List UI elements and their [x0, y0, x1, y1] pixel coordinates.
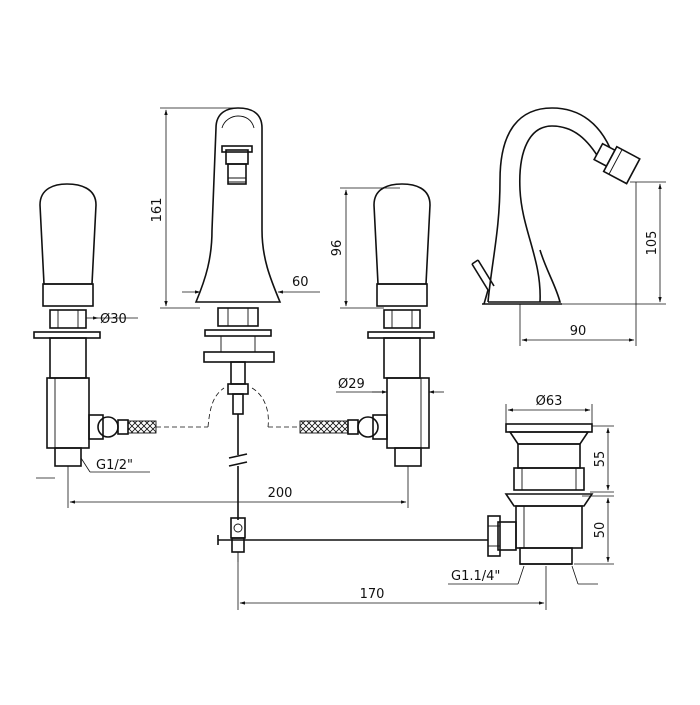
right-diameter-label: Ø29: [338, 377, 365, 392]
left-handle-valve: [33, 183, 208, 467]
bidet-base-curve: [488, 249, 562, 303]
clamp-screw: [233, 523, 243, 533]
bidet-height-dimension: 105: [562, 181, 666, 305]
aerator: [227, 163, 247, 185]
aerator-ring: [221, 145, 253, 153]
rod-clamp: [230, 517, 246, 539]
spout-body: [194, 107, 282, 303]
bidet-lever: [471, 263, 489, 291]
handle-height-dimension: 96: [330, 187, 400, 309]
waste-flange: [505, 423, 593, 433]
inlet-thread-dimension: G1/2": [36, 457, 150, 479]
waste-tail: [519, 547, 573, 565]
right-handle-knob: [373, 183, 431, 285]
spout-diameter-dimension: 60: [182, 275, 320, 294]
waste-thread-dimension: G1.1/4": [448, 565, 598, 585]
right-valve-body: [386, 377, 430, 449]
spout-base-collar: [217, 307, 259, 327]
spout-shank-tail: [232, 393, 244, 415]
left-valve-nut: [49, 337, 87, 379]
left-diameter-label: Ø30: [100, 312, 127, 327]
waste-upper-label: 55: [593, 451, 608, 468]
left-valve-tail: [54, 447, 82, 467]
waste-body: [515, 505, 583, 549]
handle-spacing-dimension: 200: [67, 466, 409, 508]
bidet-spout-outer: [487, 107, 611, 303]
pop-up-linkage: [217, 517, 488, 562]
right-hose-ferrule: [347, 419, 359, 435]
rod-break-mark: [228, 461, 248, 467]
left-valve-body: [46, 377, 90, 449]
spout-escutcheon: [204, 329, 272, 337]
right-hose-fitting: [357, 416, 379, 438]
left-handle-collar: [49, 309, 87, 329]
right-braided-hose: [299, 420, 349, 434]
right-handle-valve: [268, 183, 435, 467]
right-handle-band: [376, 283, 428, 307]
left-diameter-dimension: Ø30: [86, 312, 138, 327]
right-handle-collar: [383, 309, 421, 329]
left-hose-curve: [207, 387, 225, 428]
right-hose-curve: [251, 387, 269, 428]
spout-shank-nut: [227, 383, 249, 395]
right-escutcheon: [367, 331, 435, 339]
spout-height-label: 161: [150, 198, 165, 223]
spout-lock-plate: [203, 351, 275, 363]
bidet-reach-label: 90: [570, 324, 587, 339]
left-braided-hose: [127, 420, 157, 434]
bidet-mixer-side-view: [471, 107, 641, 305]
waste-nut: [513, 467, 585, 491]
rod-length-label: 170: [360, 587, 385, 602]
spout-shank: [230, 361, 246, 385]
spout-height-dimension: 161: [150, 107, 234, 309]
waste-thread-label: G1.1/4": [451, 569, 500, 584]
bidet-lever-tip: [471, 259, 479, 265]
waste-gasket: [504, 493, 594, 507]
rod-length-dimension: 170: [237, 562, 547, 610]
waste-diameter-label: Ø63: [536, 394, 563, 409]
handle-height-label: 96: [330, 240, 345, 257]
waste-lower-dimension: 50: [574, 495, 614, 565]
right-hose-nut: [372, 414, 388, 440]
left-hose-ferrule: [117, 419, 129, 435]
waste-upper-dimension: 55: [590, 425, 614, 493]
pop-up-waste: [487, 423, 594, 565]
waste-diameter-dimension: Ø63: [505, 394, 593, 424]
spout-highlight: [221, 115, 255, 129]
inlet-thread-label: G1/2": [96, 458, 133, 473]
left-escutcheon: [33, 331, 101, 339]
waste-rod-housing: [497, 521, 517, 551]
bidet-reach-dimension: 90: [519, 182, 637, 346]
right-valve-tail: [394, 447, 422, 467]
waste-lower-label: 50: [593, 522, 608, 539]
left-hose-fitting: [97, 416, 119, 438]
bidet-spout-inner: [519, 125, 601, 303]
left-hose-nut: [88, 414, 104, 440]
waste-upper-body: [517, 443, 581, 469]
waste-rod-nut: [487, 515, 501, 557]
left-handle-band: [42, 283, 94, 307]
bidet-lever-post: [483, 289, 489, 305]
left-handle-knob: [39, 183, 97, 285]
spout-diameter-label: 60: [292, 275, 309, 290]
bidet-lever-edge: [477, 259, 495, 287]
bidet-height-label: 105: [645, 231, 660, 256]
handle-spacing-label: 200: [268, 486, 293, 501]
rod-break-mark: [228, 453, 248, 459]
waste-flange-taper: [508, 431, 590, 445]
center-spout: [194, 107, 282, 520]
bidet-nozzle: [593, 142, 641, 185]
right-diameter-dimension: Ø29: [336, 377, 444, 394]
right-valve-nut: [383, 337, 421, 379]
